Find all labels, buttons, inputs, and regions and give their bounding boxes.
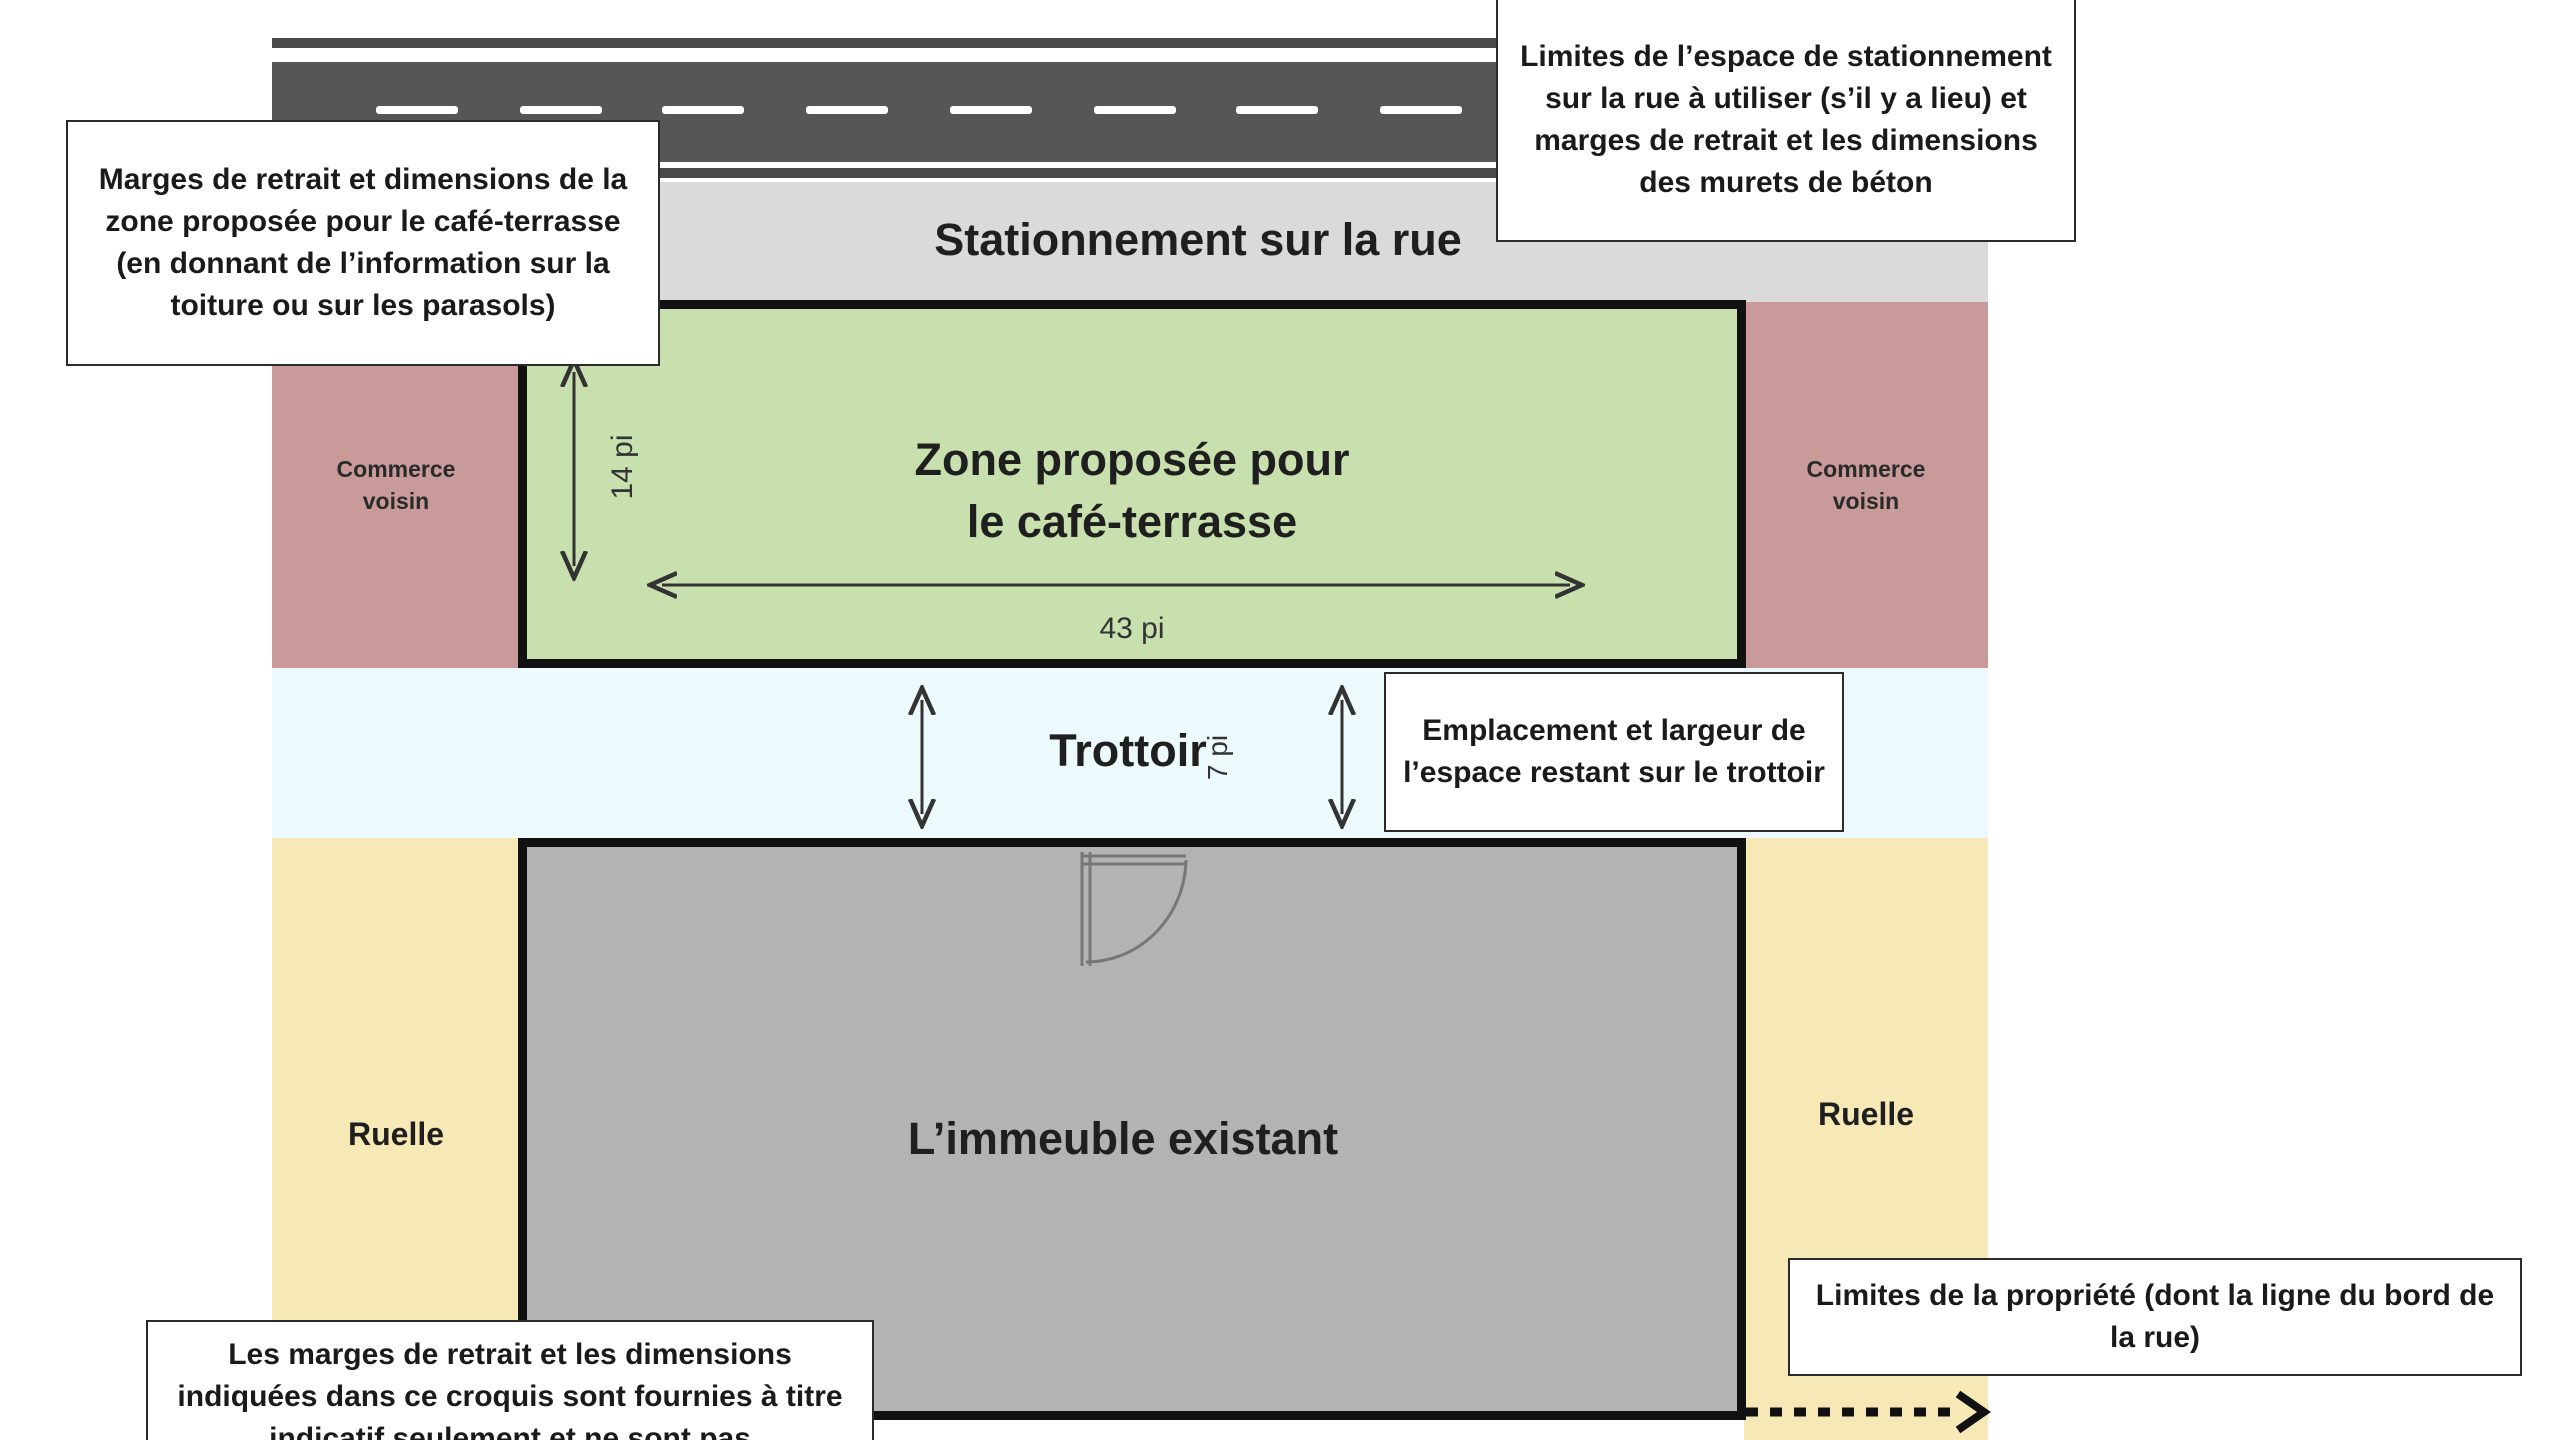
proposed-terrace-zone: Zone proposée pour le café-terrasse 43 p… xyxy=(518,300,1746,668)
terrace-width-label: 43 pi xyxy=(1099,612,1165,645)
neighbor-left-label-line2: voisin xyxy=(362,488,430,514)
sidewalk-label: Trottoir xyxy=(1049,725,1207,776)
lane-dash xyxy=(1380,106,1462,114)
neighbor-business-right: Commerce voisin xyxy=(1744,302,1988,668)
alley-right-label: Ruelle xyxy=(1817,1095,1915,1132)
street-parking-label: Stationnement sur la rue xyxy=(934,214,1462,265)
building-label: L’immeuble existant xyxy=(907,1113,1339,1164)
alley-left-label: Ruelle xyxy=(347,1115,445,1152)
road-bottom-edge xyxy=(272,168,1988,178)
sidewalk-width-label: 7 pi xyxy=(1202,734,1233,780)
neighbor-right-label-line2: voisin xyxy=(1832,488,1900,514)
note-property-limits: Limites de la propriété (dont la ligne d… xyxy=(1788,1258,2522,1376)
lane-dash xyxy=(376,106,458,114)
terrace-label-line1: Zone proposée pour xyxy=(914,434,1350,485)
note-parking-limits: Limites de l’espace de stationnement sur… xyxy=(1496,0,2076,242)
lane-dash xyxy=(520,106,602,114)
note-sidewalk-remaining: Emplacement et largeur de l’espace resta… xyxy=(1384,672,1844,832)
neighbor-left-label-line1: Commerce xyxy=(336,456,456,482)
road-top-edge xyxy=(272,38,1988,48)
lane-dash xyxy=(950,106,1032,114)
terrace-label-line2: le café-terrasse xyxy=(966,496,1298,547)
neighbor-right-label-line1: Commerce xyxy=(1806,456,1926,482)
lane-dash xyxy=(662,106,744,114)
lane-dash xyxy=(1094,106,1176,114)
terrace-depth-label: 14 pi xyxy=(606,434,639,500)
lane-dash xyxy=(1236,106,1318,114)
terrace-label: Zone proposée pour le café-terrasse xyxy=(527,429,1737,553)
lane-dash xyxy=(806,106,888,114)
note-terrace-setbacks: Marges de retrait et dimensions de la zo… xyxy=(66,120,660,366)
note-disclaimer: Les marges de retrait et les dimensions … xyxy=(146,1320,874,1440)
